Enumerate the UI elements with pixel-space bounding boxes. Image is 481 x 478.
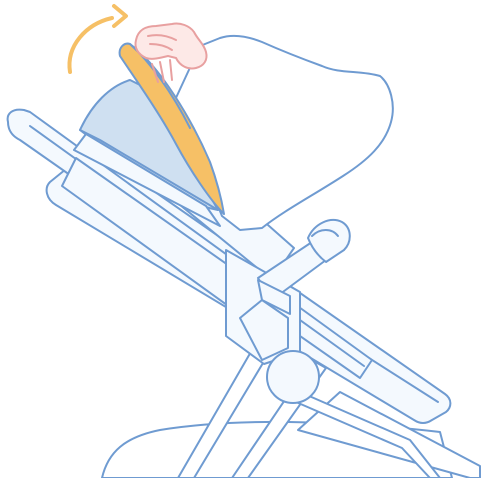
curved-arrow-icon xyxy=(69,6,126,72)
stroller-hub xyxy=(267,351,319,403)
